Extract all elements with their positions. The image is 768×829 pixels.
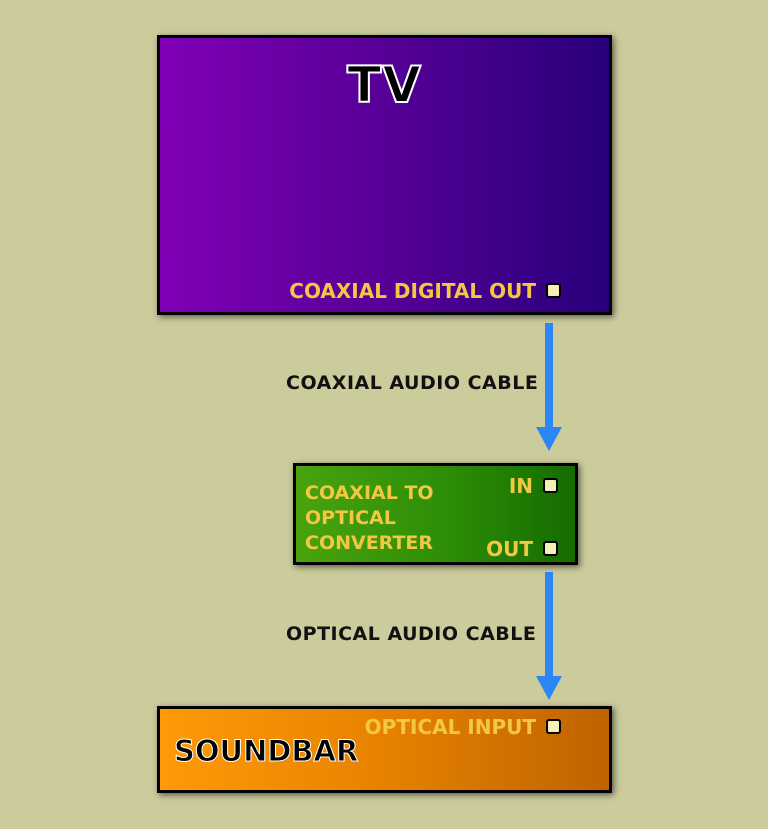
tv-box: TV COAXIAL DIGITAL OUT (157, 35, 612, 315)
converter-box: COAXIAL TO OPTICAL CONVERTER IN OUT (293, 463, 578, 565)
converter-out-port-icon (543, 541, 558, 556)
converter-out-label: OUT (486, 537, 533, 561)
converter-in-label: IN (508, 474, 533, 498)
tv-title: TV (346, 56, 422, 114)
converter-in-port-icon (543, 478, 558, 493)
tv-coaxial-out-label: COAXIAL DIGITAL OUT (289, 279, 536, 303)
optical-cable-arrow (536, 572, 562, 700)
optical-cable-label: OPTICAL AUDIO CABLE (286, 623, 537, 645)
coaxial-out-port-icon (546, 283, 561, 298)
optical-input-port-icon (546, 719, 561, 734)
soundbar-optical-input-label: OPTICAL INPUT (364, 715, 536, 739)
coaxial-cable-label: COAXIAL AUDIO CABLE (286, 372, 539, 394)
soundbar-title: SOUNDBAR (173, 734, 359, 768)
coaxial-cable-arrow (536, 323, 562, 451)
soundbar-box: SOUNDBAR OPTICAL INPUT (157, 706, 612, 793)
converter-title: COAXIAL TO OPTICAL CONVERTER (305, 482, 434, 554)
